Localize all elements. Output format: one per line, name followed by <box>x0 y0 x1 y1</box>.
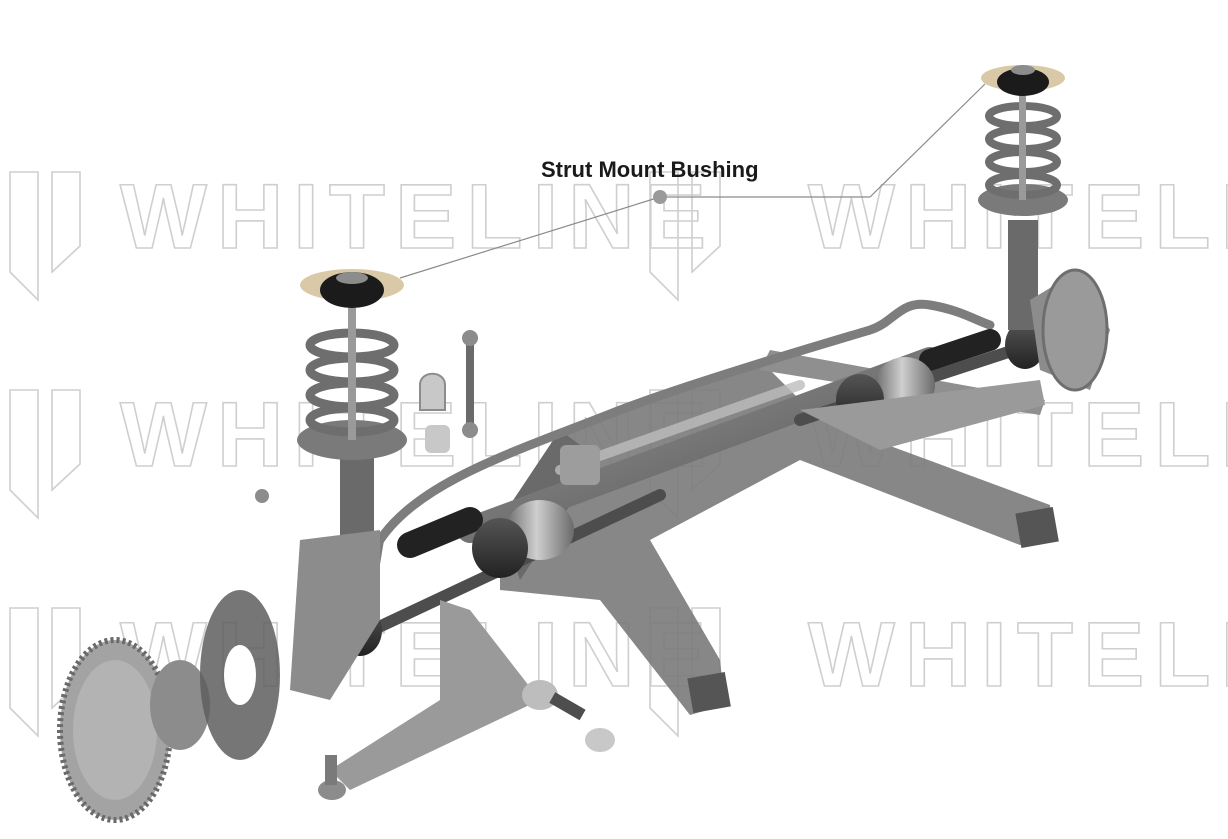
callout-dot-icon <box>653 190 667 204</box>
callout-leader-lines <box>399 83 986 279</box>
right-strut-assembly <box>978 65 1110 392</box>
callout-label: Strut Mount Bushing <box>541 157 759 182</box>
brake-disc <box>57 590 280 823</box>
leader-line-right <box>869 83 986 198</box>
left-control-arm <box>318 600 615 800</box>
watermark-text: WHITELINE <box>120 166 716 268</box>
sway-bar-link <box>255 330 478 503</box>
right-control-arm <box>800 380 1045 450</box>
strut-mount-bushing <box>320 272 384 308</box>
watermark-text: WHITELINE <box>808 604 1228 706</box>
left-strut-assembly <box>290 269 407 700</box>
leader-line-left <box>399 196 661 279</box>
